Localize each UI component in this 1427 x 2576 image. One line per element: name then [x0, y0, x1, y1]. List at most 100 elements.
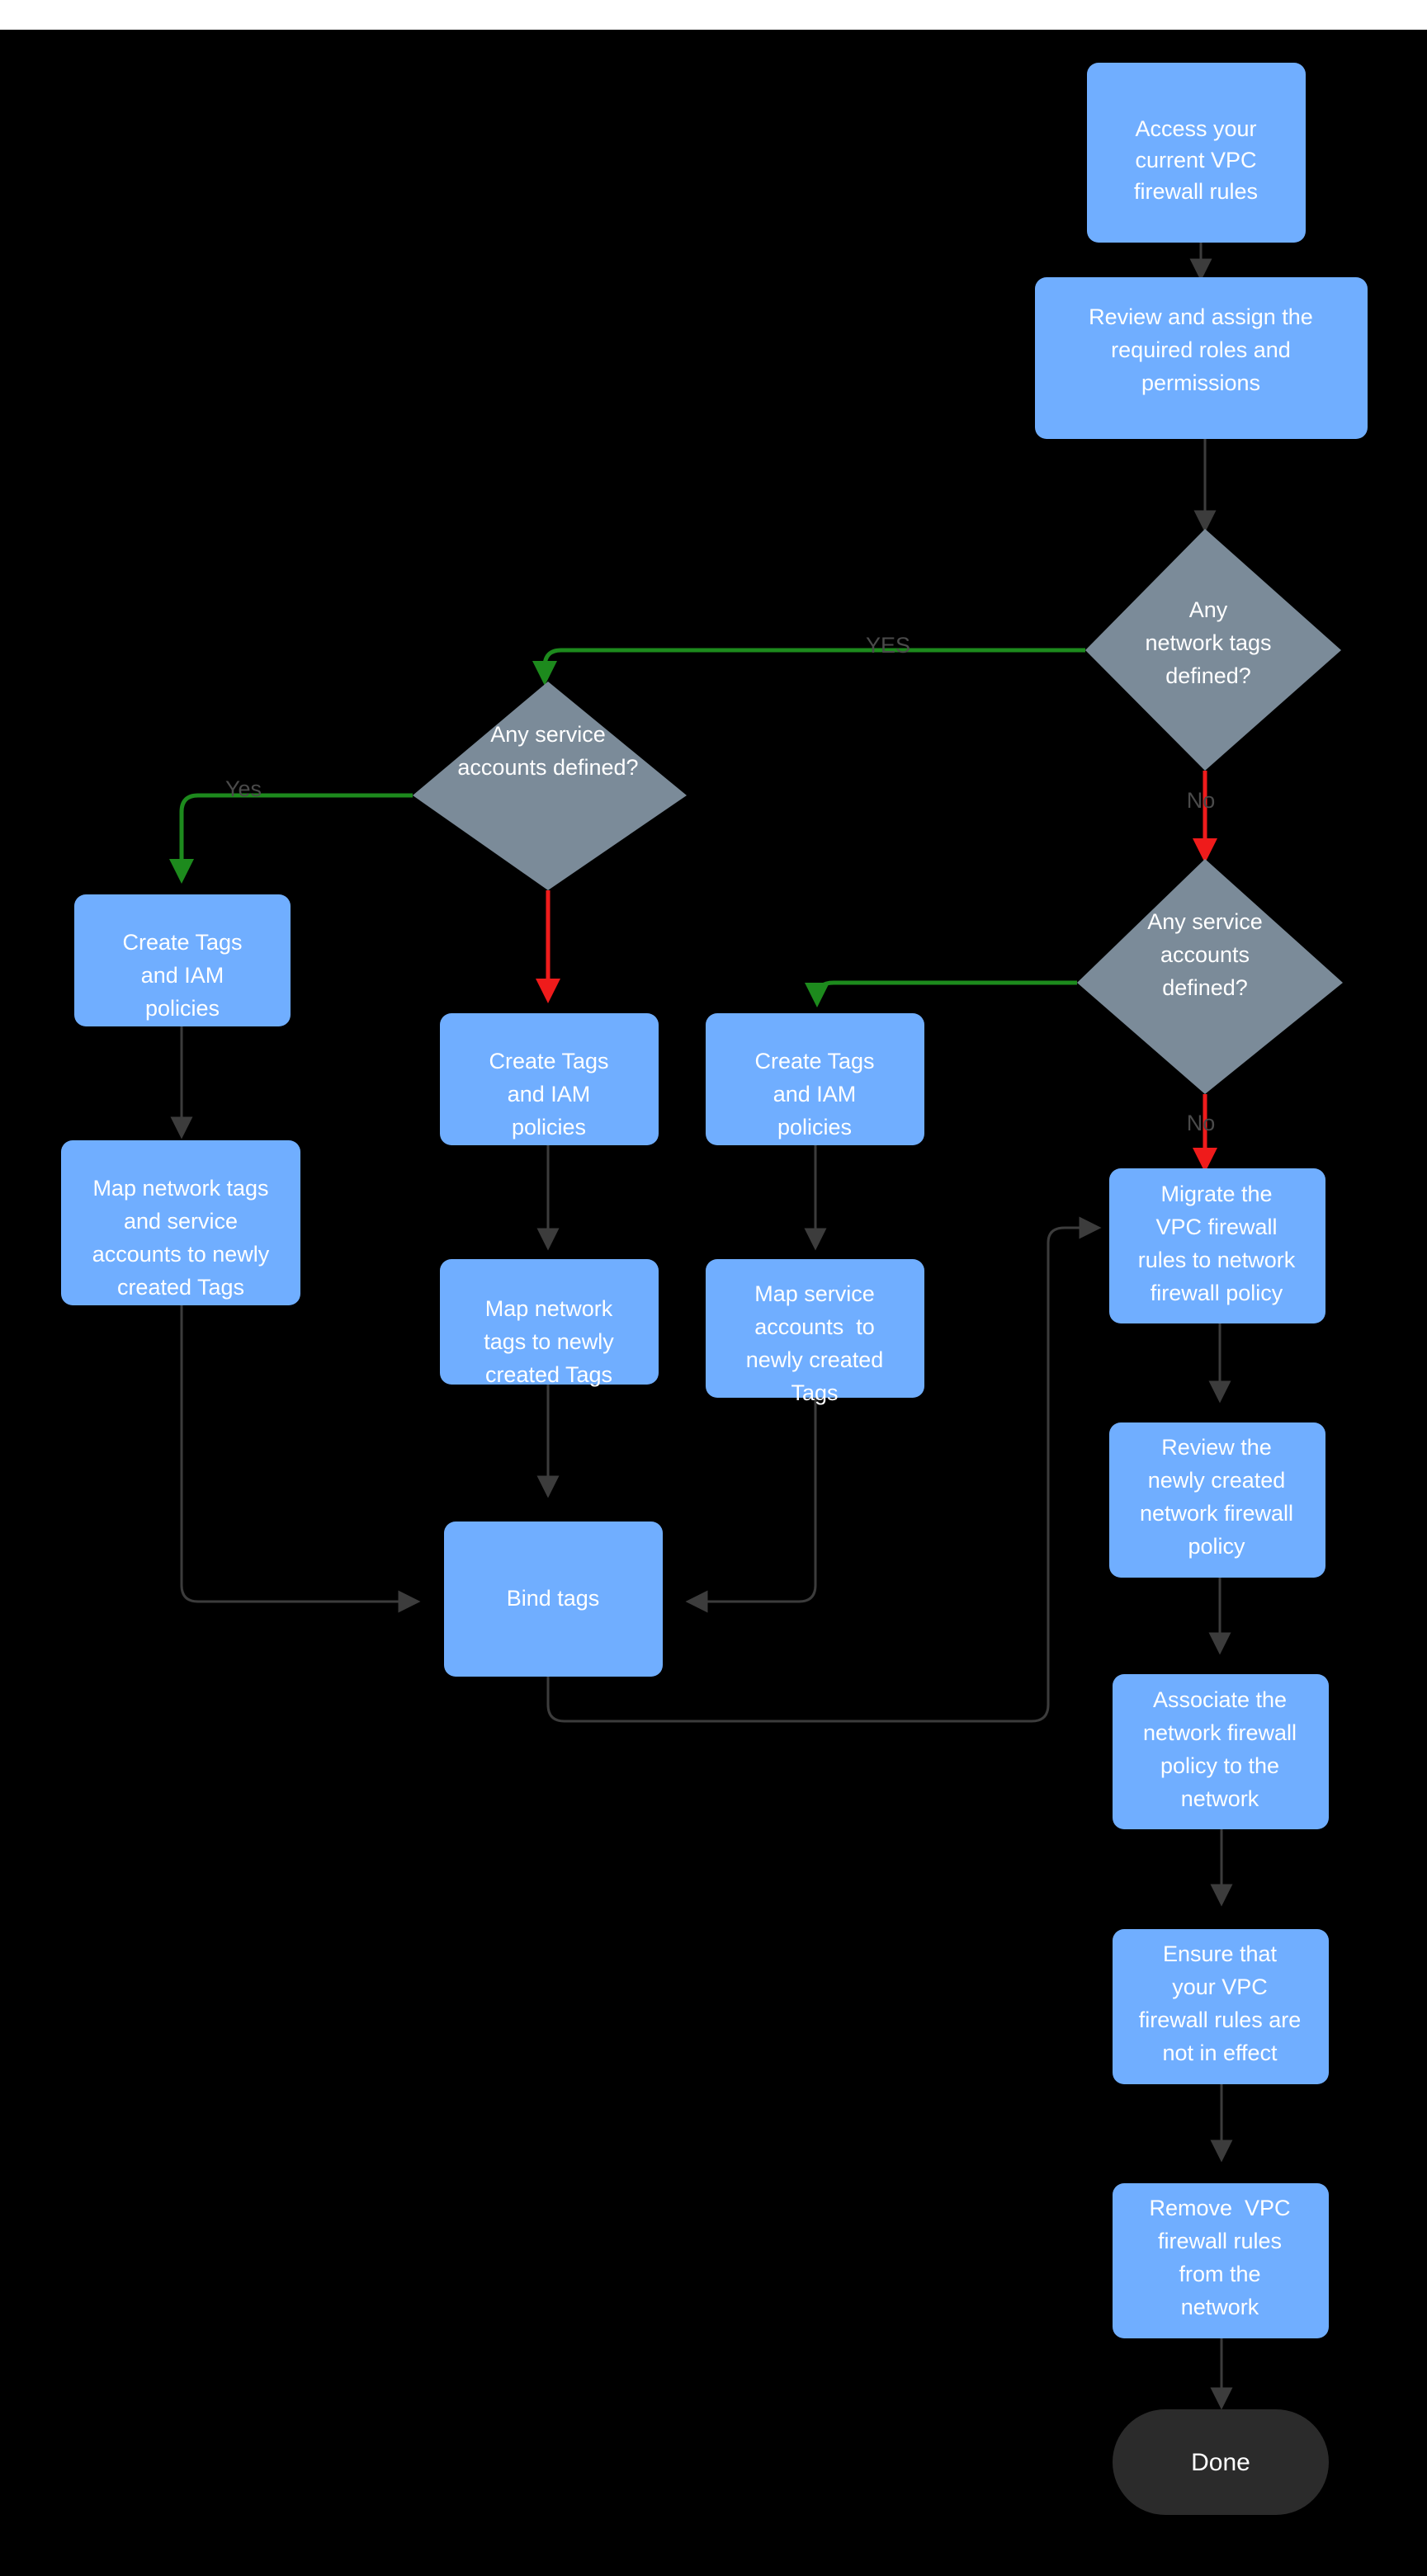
node-line: Ensure that	[1163, 1941, 1278, 1966]
node-shape	[1085, 529, 1341, 771]
node-line: Migrate the	[1160, 1182, 1272, 1206]
edge-label-d3-no: No	[1187, 1111, 1216, 1135]
node-line: Any service	[1147, 909, 1263, 934]
node-line: Map network	[485, 1296, 613, 1321]
node-line: created Tags	[485, 1362, 612, 1387]
node-line: policy	[1188, 1534, 1245, 1559]
node-shape	[1035, 277, 1368, 439]
node-line: network	[1181, 1786, 1259, 1811]
node-line: not in effect	[1162, 2041, 1278, 2065]
node-line: newly created	[1148, 1468, 1286, 1493]
edge-n9-to-n10	[546, 1216, 1102, 1723]
node-shape	[1077, 859, 1343, 1094]
node-access-vpc-firewall-rules[interactable]: Access your current VPC firewall rules	[1087, 63, 1306, 243]
node-line: permissions	[1141, 370, 1260, 395]
node-line: network tags	[1145, 630, 1271, 655]
node-shape	[1087, 63, 1306, 243]
node-line: firewall rules	[1158, 2229, 1282, 2253]
node-line: Map service	[754, 1281, 875, 1306]
node-line: Review the	[1161, 1435, 1272, 1460]
node-shape	[440, 1259, 659, 1385]
node-line: network	[1181, 2295, 1259, 2319]
node-decision-any-service-accounts-left[interactable]: Any service accounts defined?	[413, 682, 687, 890]
node-shape	[706, 1259, 924, 1398]
diagram-stage: YES No Yes No Access your current VPC fi…	[0, 30, 1427, 2576]
edge-n8-to-n9	[685, 1396, 817, 1613]
node-line: Map network tags	[92, 1176, 268, 1201]
node-remove-vpc-rules[interactable]: Remove VPC firewall rules from the netwo…	[1113, 2183, 1329, 2338]
node-map-network-tags[interactable]: Map network tags to newly created Tags	[440, 1259, 659, 1387]
node-line: Any	[1189, 597, 1228, 622]
node-line: firewall policy	[1151, 1281, 1283, 1305]
node-line: from the	[1179, 2262, 1260, 2286]
node-line: Review and assign the	[1089, 304, 1313, 329]
node-bind-tags[interactable]: Bind tags	[444, 1522, 663, 1677]
node-shape	[1113, 1674, 1329, 1829]
node-shape	[1109, 1422, 1325, 1578]
node-associate-policy-to-network[interactable]: Associate the network firewall policy to…	[1113, 1674, 1329, 1829]
node-line: defined?	[1165, 663, 1251, 688]
node-shape	[1113, 2183, 1329, 2338]
node-line: rules to network	[1138, 1248, 1296, 1272]
node-line: Access your	[1135, 116, 1256, 141]
node-ensure-rules-not-in-effect[interactable]: Ensure that your VPC firewall rules are …	[1113, 1929, 1329, 2084]
flowchart-svg: YES No Yes No Access your current VPC fi…	[61, 63, 1368, 2515]
edge-label-d1-yes: YES	[866, 633, 910, 658]
node-line: network firewall	[1143, 1720, 1297, 1745]
edge-n4-to-n9	[180, 1305, 421, 1613]
node-line: firewall rules	[1134, 179, 1258, 204]
node-line: policies	[777, 1115, 852, 1139]
node-line: accounts	[1160, 942, 1250, 967]
node-shape	[413, 682, 687, 890]
node-done-terminal[interactable]: Done	[1113, 2409, 1329, 2515]
node-line: Associate the	[1153, 1687, 1287, 1712]
node-line: accounts to newly	[92, 1242, 270, 1267]
node-shape	[74, 894, 291, 1026]
node-shape	[1109, 1168, 1325, 1323]
node-line: Create Tags	[122, 930, 242, 955]
node-line: Remove VPC	[1149, 2196, 1290, 2220]
node-review-new-policy[interactable]: Review the newly created network firewal…	[1109, 1422, 1325, 1578]
node-migrate-vpc-rules[interactable]: Migrate the VPC firewall rules to networ…	[1109, 1168, 1325, 1323]
node-line: required roles and	[1111, 337, 1291, 362]
node-shape	[1113, 2409, 1329, 2515]
node-line: VPC firewall	[1155, 1215, 1277, 1239]
node-decision-any-service-accounts-right[interactable]: Any service accounts defined?	[1077, 859, 1343, 1094]
node-line: accounts to	[754, 1314, 875, 1339]
node-decision-any-network-tags[interactable]: Any network tags defined?	[1085, 529, 1341, 771]
edge-d3-yes-to-n7	[805, 980, 1077, 1007]
edge-labels-layer: YES No Yes No	[225, 633, 1215, 1135]
node-line: and service	[124, 1209, 238, 1234]
node-line: defined?	[1162, 975, 1248, 1000]
edge-label-d2-yes: Yes	[225, 776, 262, 801]
node-line: Create Tags	[489, 1049, 608, 1073]
node-line: Create Tags	[754, 1049, 874, 1073]
node-review-assign-roles[interactable]: Review and assign the required roles and…	[1035, 277, 1368, 439]
node-shape	[706, 1013, 924, 1145]
node-shape	[1113, 1929, 1329, 2084]
node-shape	[61, 1140, 300, 1305]
node-line: and IAM	[773, 1082, 857, 1106]
node-line: accounts defined?	[457, 755, 638, 780]
node-line: tags to newly	[484, 1329, 614, 1354]
node-line: and IAM	[141, 963, 224, 988]
edges-layer	[169, 242, 1233, 2410]
node-create-tags-iam-mid[interactable]: Create Tags and IAM policies	[440, 1013, 659, 1145]
node-line: Any service	[490, 722, 606, 747]
node-line: Tags	[791, 1380, 838, 1405]
node-line: newly created	[746, 1347, 884, 1372]
node-line: network firewall	[1140, 1501, 1293, 1526]
node-line: your VPC	[1172, 1974, 1268, 1999]
node-line: current VPC	[1135, 148, 1256, 172]
node-line: firewall rules are	[1139, 2007, 1302, 2032]
node-line: and IAM	[508, 1082, 591, 1106]
node-map-tags-and-accounts[interactable]: Map network tags and service accounts to…	[61, 1140, 300, 1305]
node-line: policies	[145, 996, 220, 1021]
nodes-layer: Access your current VPC firewall rules R…	[61, 63, 1368, 2515]
node-map-service-accounts[interactable]: Map service accounts to newly created Ta…	[706, 1259, 924, 1405]
node-line: policy to the	[1160, 1753, 1279, 1778]
node-create-tags-iam-right[interactable]: Create Tags and IAM policies	[706, 1013, 924, 1145]
node-create-tags-iam-left[interactable]: Create Tags and IAM policies	[74, 894, 291, 1026]
node-line: Bind tags	[507, 1586, 600, 1611]
edge-label-d1-no: No	[1187, 788, 1216, 813]
